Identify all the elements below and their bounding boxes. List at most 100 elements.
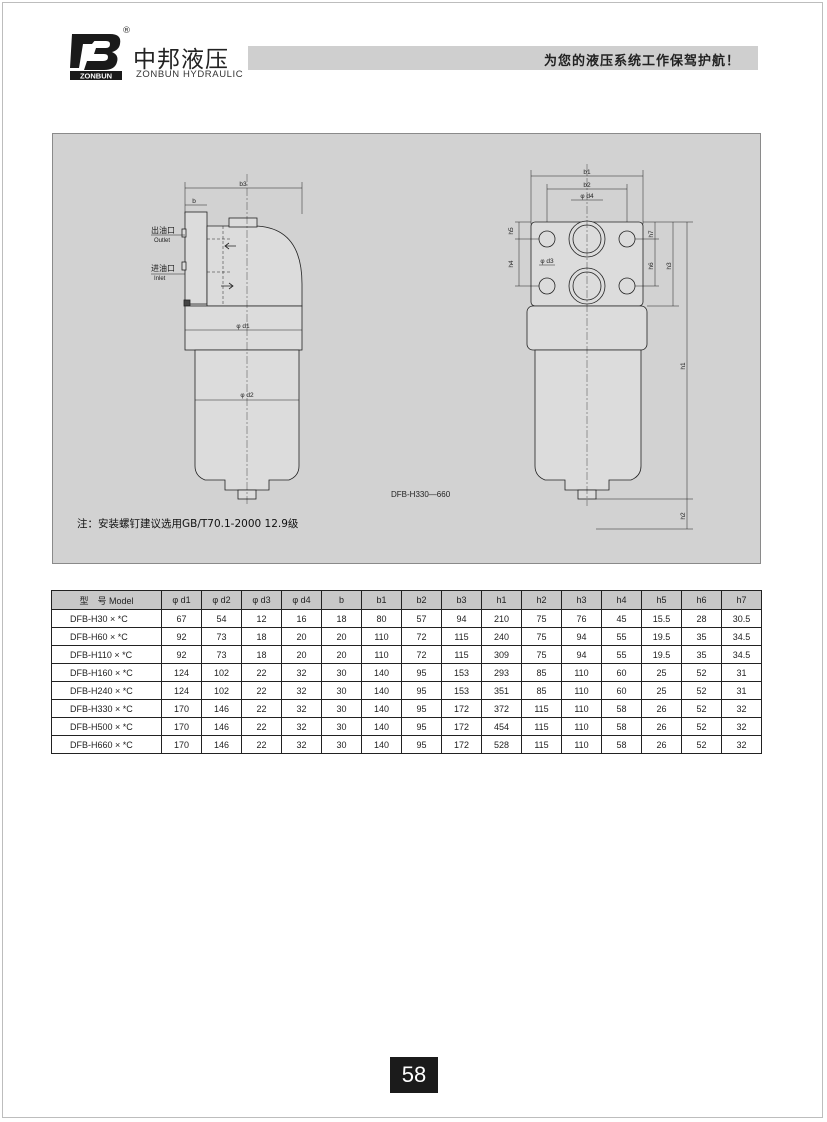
value-cell: 153 (441, 681, 482, 700)
value-cell: 92 (161, 627, 202, 646)
slogan: 为您的液压系统工作保驾护航！ (543, 54, 740, 69)
value-cell: 172 (441, 717, 482, 736)
dim-h6-label: h6 (648, 262, 655, 270)
value-cell: 30 (321, 663, 362, 682)
spec-table-header: 型 号 Model φ d1 φ d2 φ d3 φ d4 b b1 b2 b3… (51, 590, 762, 610)
value-cell: 153 (441, 663, 482, 682)
page-number: 58 (390, 1057, 438, 1093)
model-cell: DFB-H110 × *C (51, 645, 162, 664)
value-cell: 30 (321, 717, 362, 736)
value-cell: 75 (521, 645, 562, 664)
value-cell: 57 (401, 609, 442, 628)
col-h3: h3 (561, 590, 602, 610)
value-cell: 22 (241, 717, 282, 736)
value-cell: 170 (161, 717, 202, 736)
value-cell: 95 (401, 717, 442, 736)
inlet-label-en: Inlet (154, 276, 166, 282)
value-cell: 31 (721, 663, 762, 682)
value-cell: 32 (721, 717, 762, 736)
value-cell: 85 (521, 663, 562, 682)
value-cell: 76 (561, 609, 602, 628)
col-h1: h1 (481, 590, 522, 610)
value-cell: 95 (401, 735, 442, 754)
value-cell: 12 (241, 609, 282, 628)
value-cell: 45 (601, 609, 642, 628)
outlet-label-en: Outlet (154, 238, 170, 244)
value-cell: 20 (321, 645, 362, 664)
dim-b-label: b (192, 198, 196, 205)
value-cell: 102 (201, 663, 242, 682)
value-cell: 72 (401, 627, 442, 646)
value-cell: 172 (441, 735, 482, 754)
value-cell: 52 (681, 735, 722, 754)
value-cell: 140 (361, 699, 402, 718)
logo-caption: ZONBUN (80, 72, 112, 81)
value-cell: 52 (681, 681, 722, 700)
outlet-label-cn: 出油口 (151, 225, 175, 235)
value-cell: 26 (641, 717, 682, 736)
value-cell: 58 (601, 699, 642, 718)
col-h6: h6 (681, 590, 722, 610)
value-cell: 19.5 (641, 627, 682, 646)
model-cell: DFB-H660 × *C (51, 735, 162, 754)
value-cell: 94 (441, 609, 482, 628)
value-cell: 85 (521, 681, 562, 700)
value-cell: 52 (681, 663, 722, 682)
value-cell: 146 (201, 717, 242, 736)
model-range-label: DFB-H330—660 (391, 490, 451, 499)
value-cell: 115 (521, 735, 562, 754)
value-cell: 60 (601, 681, 642, 700)
brand-name-en: ZONBUN HYDRAULIC (136, 69, 244, 80)
value-cell: 16 (281, 609, 322, 628)
model-cell: DFB-H30 × *C (51, 609, 162, 628)
value-cell: 26 (641, 735, 682, 754)
value-cell: 58 (601, 717, 642, 736)
installation-note: 注：安装螺钉建议选用GB/T70.1-2000 12.9级 (77, 518, 299, 530)
value-cell: 454 (481, 717, 522, 736)
value-cell: 110 (361, 627, 402, 646)
value-cell: 18 (241, 627, 282, 646)
value-cell: 140 (361, 681, 402, 700)
value-cell: 20 (321, 627, 362, 646)
value-cell: 95 (401, 681, 442, 700)
technical-drawing: b3 b 出油口 Outlet 进油口 Inlet (52, 133, 761, 564)
value-cell: 73 (201, 627, 242, 646)
value-cell: 110 (561, 699, 602, 718)
spec-table: 型 号 Model φ d1 φ d2 φ d3 φ d4 b b1 b2 b3… (51, 590, 762, 754)
value-cell: 34.5 (721, 645, 762, 664)
value-cell: 52 (681, 699, 722, 718)
value-cell: 95 (401, 663, 442, 682)
value-cell: 351 (481, 681, 522, 700)
model-cell: DFB-H160 × *C (51, 663, 162, 682)
model-cell: DFB-H60 × *C (51, 627, 162, 646)
col-h7: h7 (721, 590, 762, 610)
value-cell: 32 (721, 699, 762, 718)
value-cell: 170 (161, 699, 202, 718)
value-cell: 115 (441, 627, 482, 646)
value-cell: 32 (281, 663, 322, 682)
col-b2: b2 (401, 590, 442, 610)
registered-mark: ® (122, 26, 131, 36)
value-cell: 110 (561, 663, 602, 682)
value-cell: 75 (521, 609, 562, 628)
value-cell: 60 (601, 663, 642, 682)
col-d2: φ d2 (201, 590, 242, 610)
value-cell: 30.5 (721, 609, 762, 628)
value-cell: 115 (521, 699, 562, 718)
col-h2: h2 (521, 590, 562, 610)
value-cell: 172 (441, 699, 482, 718)
col-b3: b3 (441, 590, 482, 610)
col-h5: h5 (641, 590, 682, 610)
value-cell: 115 (441, 645, 482, 664)
value-cell: 30 (321, 681, 362, 700)
dim-h5-label: h5 (508, 227, 515, 235)
value-cell: 140 (361, 663, 402, 682)
